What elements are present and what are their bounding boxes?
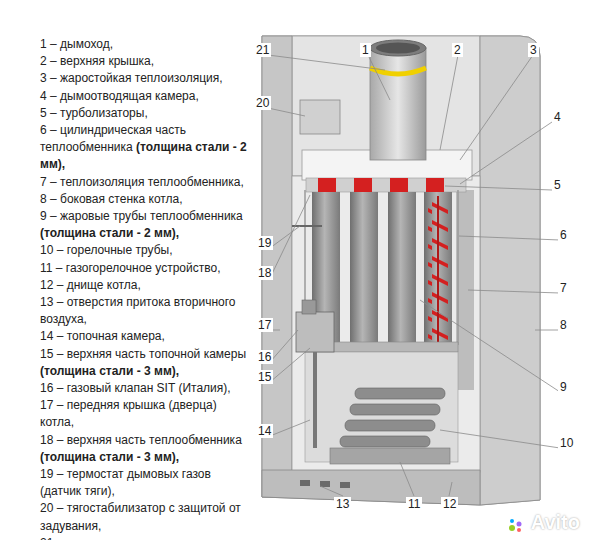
legend-item: 6 – цилиндрическая часть теплообменника … [40, 122, 252, 174]
legend-item: 10 – горелочные трубы, [40, 242, 252, 259]
callout-number: 15 [256, 370, 273, 384]
part-description: 13 – отверстия притока вторичного воздух… [40, 295, 236, 326]
callout-number: 21 [254, 43, 271, 57]
callout-number: 3 [528, 43, 539, 57]
part-description: 20 – тягостабилизатор с защитой от задув… [40, 501, 241, 532]
part-description: 17 – передняя крышка (дверца) котла, [40, 398, 217, 429]
legend-item: 8 – боковая стенка котла, [40, 191, 252, 208]
legend-item: 12 – днище котла, [40, 277, 252, 294]
legend-item: 14 – топочная камера, [40, 328, 252, 345]
legend-item: 4 – дымоотводящая камера, [40, 88, 252, 105]
legend-item: 18 – верхняя часть теплообменника (толщи… [40, 432, 252, 466]
part-description: 9 – жаровые трубы теплообменника [40, 209, 243, 223]
legend-item: 17 – передняя крышка (дверца) котла, [40, 397, 252, 431]
callout-number: 14 [256, 424, 273, 438]
callout-number: 17 [256, 318, 273, 332]
part-description: 18 – верхняя часть теплообменника [40, 433, 242, 447]
legend-item: 5 – турболизаторы, [40, 105, 252, 122]
part-description: 15 – верхняя часть топочной камеры [40, 347, 246, 361]
callout-number: 13 [334, 497, 351, 511]
part-description: 14 – топочная камера, [40, 329, 165, 343]
callout-number: 12 [441, 497, 458, 511]
legend-item: 11 – газогорелочное устройство, [40, 260, 252, 277]
part-description: 21 – декоративное кольцо. [40, 536, 189, 540]
part-description: 7 – теплоизоляция теплообменника, [40, 175, 244, 189]
thickness-note: (толщина стали - 3 мм), [40, 364, 179, 378]
legend-item: 15 – верхняя часть топочной камеры (толщ… [40, 346, 252, 380]
thickness-note: (толщина стали - 3 мм), [40, 450, 179, 464]
part-description: 5 – турболизаторы, [40, 106, 148, 120]
legend-item: 3 – жаростойкая теплоизоляция, [40, 70, 252, 87]
legend-item: 13 – отверстия притока вторичного воздух… [40, 294, 252, 328]
part-description: 2 – верхняя крышка, [40, 54, 154, 68]
callout-number: 8 [558, 318, 569, 332]
legend-list: 1 – дымоход, 2 – верхняя крышка, 3 – жарос… [40, 36, 252, 540]
callout-number: 11 [406, 497, 422, 511]
callout-number: 9 [558, 380, 569, 394]
legend-item: 7 – теплоизоляция теплообменника, [40, 174, 252, 191]
callout-number: 6 [558, 228, 569, 242]
part-description: 10 – горелочные трубы, [40, 243, 173, 257]
legend-item: 9 – жаровые трубы теплообменника (толщин… [40, 208, 252, 242]
callout-number: 19 [256, 236, 273, 250]
part-description: 16 – газовый клапан SIT (Италия), [40, 381, 231, 395]
part-description: 11 – газогорелочное устройство, [40, 261, 221, 275]
part-description: 12 – днище котла, [40, 278, 141, 292]
callout-number: 5 [552, 178, 563, 192]
callout-number: 4 [552, 110, 563, 124]
watermark: Avito [531, 511, 580, 534]
part-description: 8 – боковая стенка котла, [40, 192, 183, 206]
callout-number: 18 [256, 266, 273, 280]
callout-number: 10 [558, 436, 575, 450]
part-description: 19 – термостат дымовых газов (датчик тяг… [40, 467, 211, 498]
part-description: 4 – дымоотводящая камера, [40, 89, 199, 103]
legend-item: 21 – декоративное кольцо. [40, 535, 252, 540]
callout-number: 2 [452, 43, 463, 57]
callout-number: 7 [558, 281, 569, 295]
callout-number: 16 [256, 350, 273, 364]
callout-number: 20 [254, 96, 271, 110]
legend-item: 19 – термостат дымовых газов (датчик тяг… [40, 466, 252, 500]
callout-number: 1 [360, 43, 371, 57]
legend-item: 20 – тягостабилизатор с защитой от задув… [40, 500, 252, 534]
part-description: 3 – жаростойкая теплоизоляция, [40, 71, 223, 85]
thickness-note: (толщина стали - 2 мм), [40, 226, 179, 240]
legend-item: 2 – верхняя крышка, [40, 53, 252, 70]
legend-item: 1 – дымоход, [40, 36, 252, 53]
legend-item: 16 – газовый клапан SIT (Италия), [40, 380, 252, 397]
part-description: 1 – дымоход, [40, 37, 113, 51]
